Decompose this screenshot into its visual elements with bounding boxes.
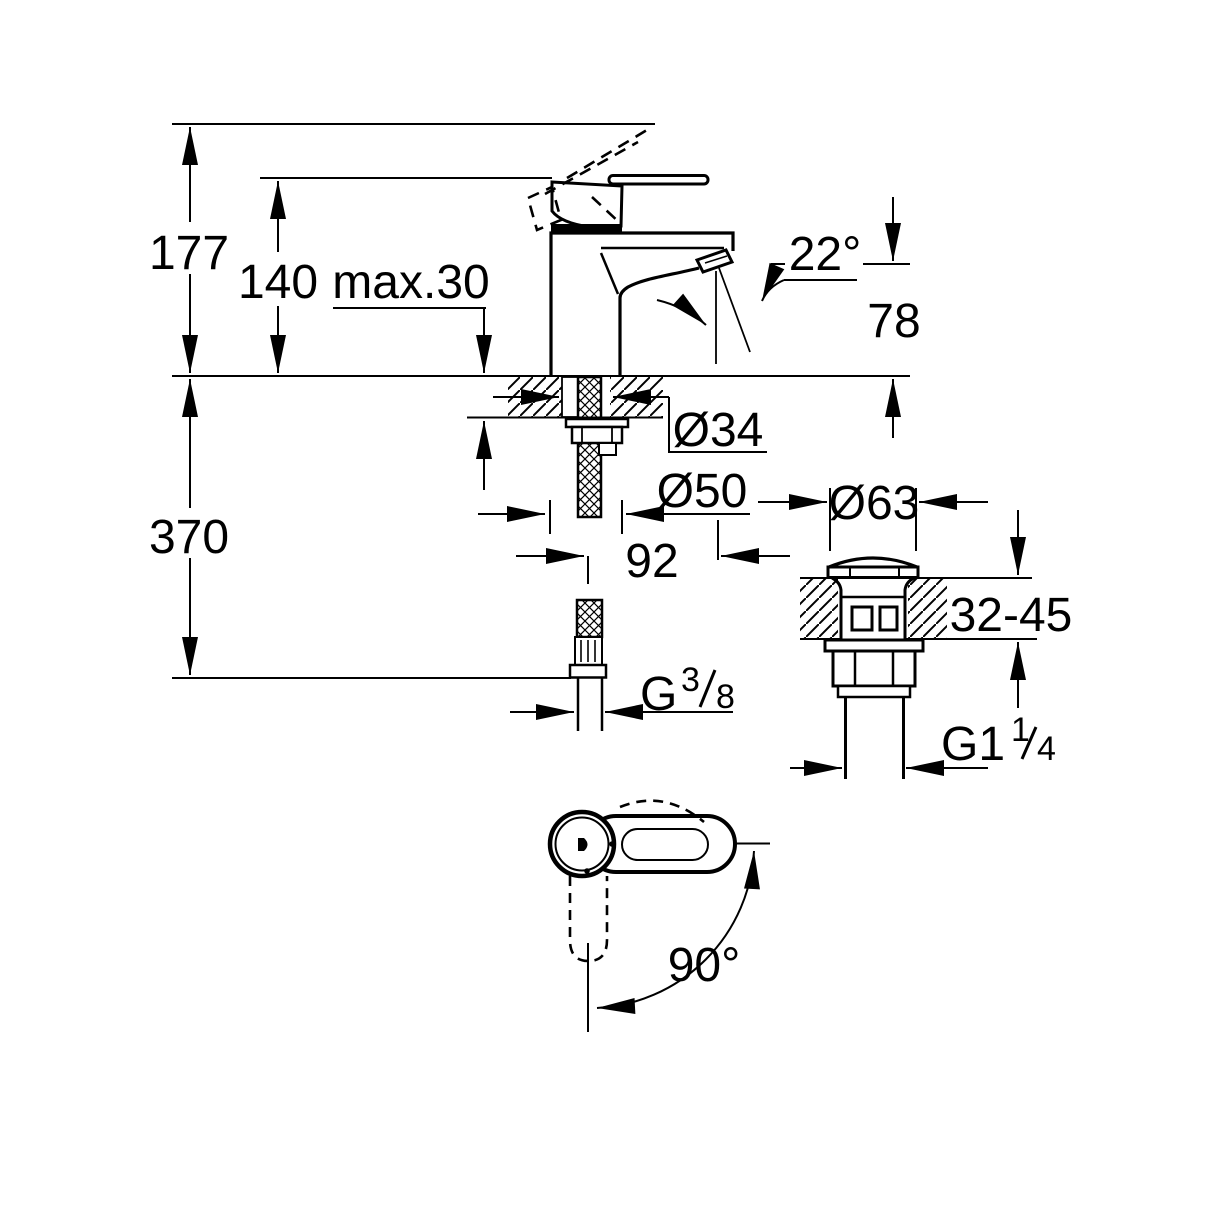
rod-clip [598,442,617,456]
svg-text:8: 8 [716,678,735,716]
label-body-height: 140 [238,256,318,309]
label-waste-thread: G1 1 4 [941,711,1056,771]
handle-body [550,180,624,229]
label-spout-reach: 92 [625,535,678,588]
label-hole-diameter: Ø34 [673,404,764,457]
label-flange-diameter: Ø63 [829,477,920,530]
aerator [694,248,735,274]
waste-locknut [831,649,917,688]
svg-text:G1: G1 [941,718,1005,771]
handle-rotated-dashed [568,799,705,963]
label-base-diameter: Ø50 [657,465,748,518]
label-deck-range: 32-45 [950,589,1073,642]
handle-lever [607,174,710,186]
waste-detail-view [800,556,947,779]
label-swivel-angle: 90° [668,939,741,992]
handle-raised-dashed [526,125,653,232]
waste-collar [836,684,912,699]
waste-deck-hatch-left [800,579,838,638]
waste-cap-dome [828,556,918,569]
waste-deck-hatch-right [908,579,947,638]
waste-cap-rim [826,565,920,579]
waste-slot-left [850,605,874,632]
mounting-nut [570,425,624,445]
svg-text:G: G [640,668,677,721]
threaded-shank [576,375,603,519]
waste-slot-right [878,605,899,632]
handle-top-view [547,799,737,963]
svg-text:4: 4 [1037,730,1056,768]
label-total-height: 177 [149,227,229,280]
label-outlet-height: 78 [867,295,920,348]
lever-mark [578,838,588,851]
lever-top-inner [621,828,709,861]
reference-lines [172,123,1037,679]
braided-hose [575,598,604,639]
fraction-slash [1020,726,1038,760]
faucet-side-view [508,125,751,731]
handle-base-band [551,224,622,232]
label-max-deck: max.30 [332,256,489,309]
svg-text:1: 1 [1011,711,1030,749]
label-spout-angle: 22° [789,228,862,281]
faucet-body [549,231,735,376]
svg-text:3: 3 [681,661,700,699]
waste-washer [823,638,925,653]
hose-nut [568,663,608,679]
label-below-depth: 370 [149,511,229,564]
deck-hatch-left [508,377,562,417]
fraction-slash [698,669,717,708]
dimension-labels: 177 140 max.30 370 22° 78 Ø34 Ø50 92 Ø63… [149,227,1072,992]
label-supply-thread: G 3 8 [640,661,735,721]
mounting-sleeve [561,376,579,418]
deck-hatch-right [610,377,663,417]
